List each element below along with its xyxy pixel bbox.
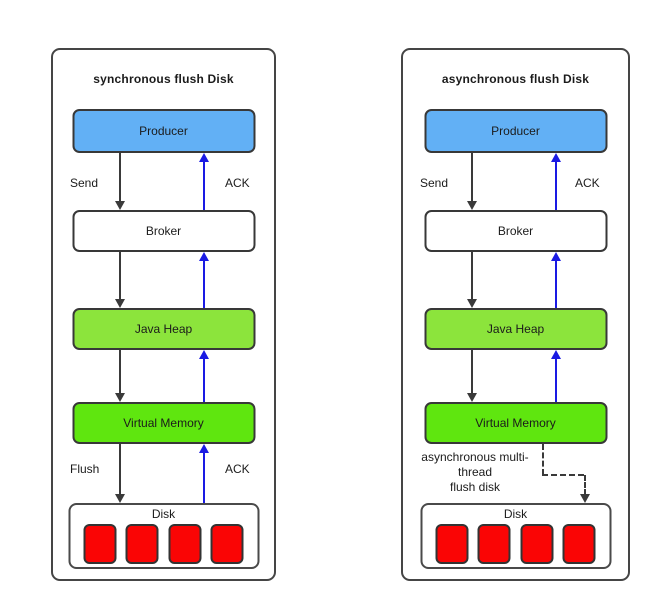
broker-node: Broker	[72, 210, 255, 252]
producer-label: Producer	[139, 124, 188, 138]
panel-synchronous-flush: synchronous flush Disk Producer Send ACK…	[51, 48, 276, 581]
arrow-line	[554, 357, 557, 402]
disk-block	[210, 524, 244, 564]
async-flush-dashed-segment	[583, 475, 586, 495]
java-heap-node: Java Heap	[72, 308, 255, 350]
disk-block	[477, 524, 511, 564]
disk-label: Disk	[151, 507, 176, 521]
java-heap-label: Java Heap	[134, 322, 193, 336]
flow-arrow-broker-javaheap	[466, 252, 477, 308]
send-label: Send	[70, 176, 99, 190]
send-arrow	[466, 153, 477, 210]
broker-label: Broker	[145, 224, 182, 238]
arrow-head-up-icon	[550, 153, 561, 162]
disk-blocks	[422, 524, 609, 564]
arrow-head-down-icon	[114, 201, 125, 210]
ack-label: ACK	[575, 176, 600, 190]
arrow-head-down-icon	[466, 299, 477, 308]
panel-title: asynchronous flush Disk	[441, 72, 590, 86]
arrow-head-up-icon	[550, 350, 561, 359]
ack-arrow-vmem-javaheap	[550, 350, 561, 402]
ack-arrow-disk-vmem	[198, 444, 209, 503]
disk-label: Disk	[503, 507, 528, 521]
ack-label: ACK	[225, 462, 250, 476]
panel-asynchronous-flush: asynchronous flush Disk Producer Send AC…	[401, 48, 630, 581]
arrow-head-down-icon	[114, 393, 125, 402]
virtual-memory-node: Virtual Memory	[424, 402, 607, 444]
disk-block	[562, 524, 596, 564]
arrow-line	[202, 357, 205, 402]
arrow-line	[118, 350, 121, 395]
virtual-memory-label: Virtual Memory	[123, 416, 204, 430]
send-arrow	[114, 153, 125, 210]
arrow-head-up-icon	[198, 252, 209, 261]
ack-arrow-javaheap-broker	[198, 252, 209, 308]
virtual-memory-label: Virtual Memory	[475, 416, 556, 430]
arrow-line	[202, 451, 205, 503]
ack-label: ACK	[225, 176, 250, 190]
arrow-head-down-icon	[466, 201, 477, 210]
async-flush-dashed-segment	[541, 444, 544, 475]
ack-arrow-vmem-javaheap	[198, 350, 209, 402]
flow-arrow-broker-javaheap	[114, 252, 125, 308]
arrow-line	[118, 444, 121, 496]
arrow-line	[554, 160, 557, 210]
broker-label: Broker	[497, 224, 534, 238]
arrow-line	[202, 259, 205, 308]
disk-block	[125, 524, 159, 564]
arrow-head-down-icon	[466, 393, 477, 402]
producer-label: Producer	[491, 124, 540, 138]
flush-arrow	[114, 444, 125, 503]
send-label: Send	[420, 176, 449, 190]
disk-block	[435, 524, 469, 564]
arrow-head-up-icon	[198, 153, 209, 162]
arrow-line	[470, 252, 473, 301]
arrow-head-down-icon	[114, 299, 125, 308]
async-flush-label: asynchronous multi- thread flush disk	[421, 450, 529, 494]
java-heap-node: Java Heap	[424, 308, 607, 350]
arrow-head-down-icon	[579, 494, 590, 503]
disk-blocks	[70, 524, 257, 564]
producer-node: Producer	[424, 109, 607, 153]
arrow-line	[554, 259, 557, 308]
disk-block	[168, 524, 202, 564]
arrow-head-down-icon	[114, 494, 125, 503]
arrow-line	[118, 252, 121, 301]
arrow-head-up-icon	[550, 252, 561, 261]
arrow-line	[470, 350, 473, 395]
ack-arrow-broker-producer	[198, 153, 209, 210]
async-flush-dashed-segment	[541, 474, 584, 476]
disk-node: Disk	[420, 503, 611, 569]
java-heap-label: Java Heap	[486, 322, 545, 336]
arrow-line	[202, 160, 205, 210]
disk-block	[83, 524, 117, 564]
ack-arrow-javaheap-broker	[550, 252, 561, 308]
arrow-head-up-icon	[198, 444, 209, 453]
flush-label: Flush	[70, 462, 100, 476]
broker-node: Broker	[424, 210, 607, 252]
panel-title: synchronous flush Disk	[93, 72, 234, 86]
arrow-line	[470, 153, 473, 203]
arrow-head-up-icon	[198, 350, 209, 359]
flow-arrow-javaheap-vmem	[114, 350, 125, 402]
disk-block	[520, 524, 554, 564]
arrow-line	[118, 153, 121, 203]
flow-arrow-javaheap-vmem	[466, 350, 477, 402]
producer-node: Producer	[72, 109, 255, 153]
disk-node: Disk	[68, 503, 259, 569]
ack-arrow-broker-producer	[550, 153, 561, 210]
virtual-memory-node: Virtual Memory	[72, 402, 255, 444]
